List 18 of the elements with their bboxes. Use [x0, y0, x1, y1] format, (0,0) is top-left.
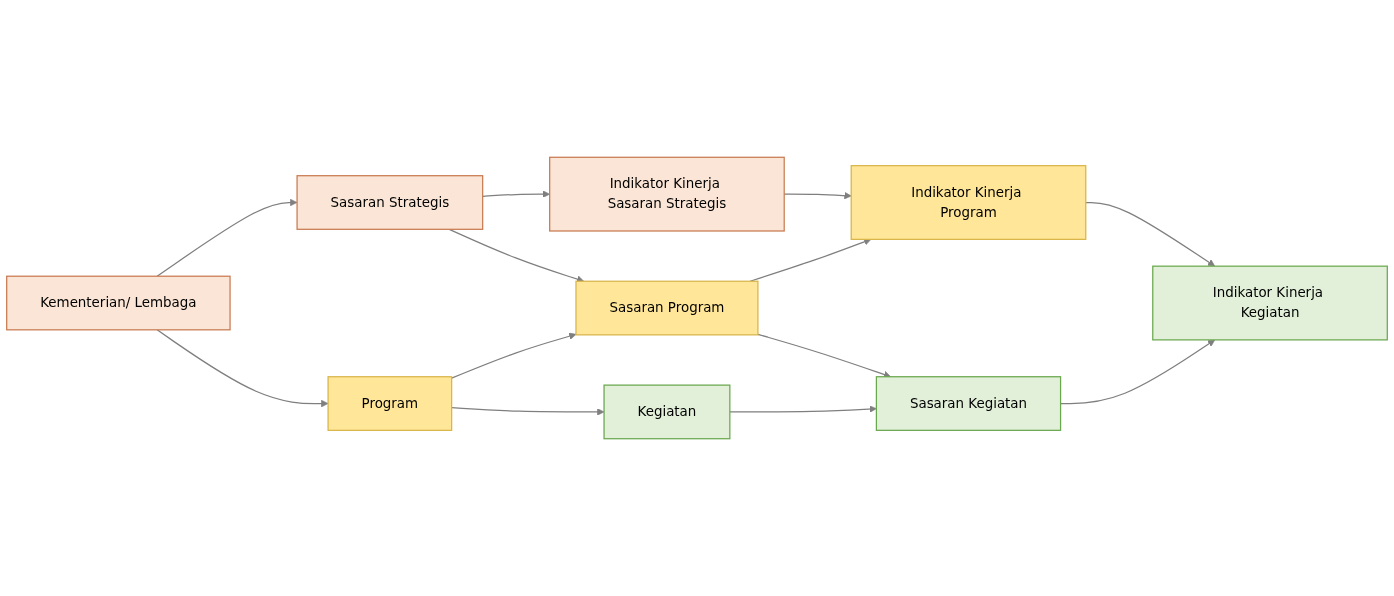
arrow: [156, 198, 298, 277]
arrow: [448, 228, 585, 283]
arrow: [1085, 201, 1216, 267]
node-box: Indikator Kinerja Kegiatan: [1152, 265, 1388, 341]
arrow: [749, 238, 872, 282]
arrow: [451, 407, 605, 416]
arrow: [482, 190, 550, 198]
arrow: [729, 405, 877, 413]
node-box: Sasaran Program: [575, 280, 759, 336]
node-box: Indikator Kinerja Sasaran Strategis: [549, 156, 785, 232]
node-box: Sasaran Kegiatan: [875, 376, 1062, 431]
node-box: Sasaran Strategis: [296, 175, 484, 230]
arrow: [451, 332, 577, 379]
node-box: Indikator Kinerja Program: [850, 165, 1087, 240]
node-box: Kementerian/ Lembaga: [6, 275, 231, 331]
arrow: [156, 329, 329, 408]
node-box: Kegiatan: [603, 384, 731, 440]
node-box: Program: [327, 376, 453, 431]
